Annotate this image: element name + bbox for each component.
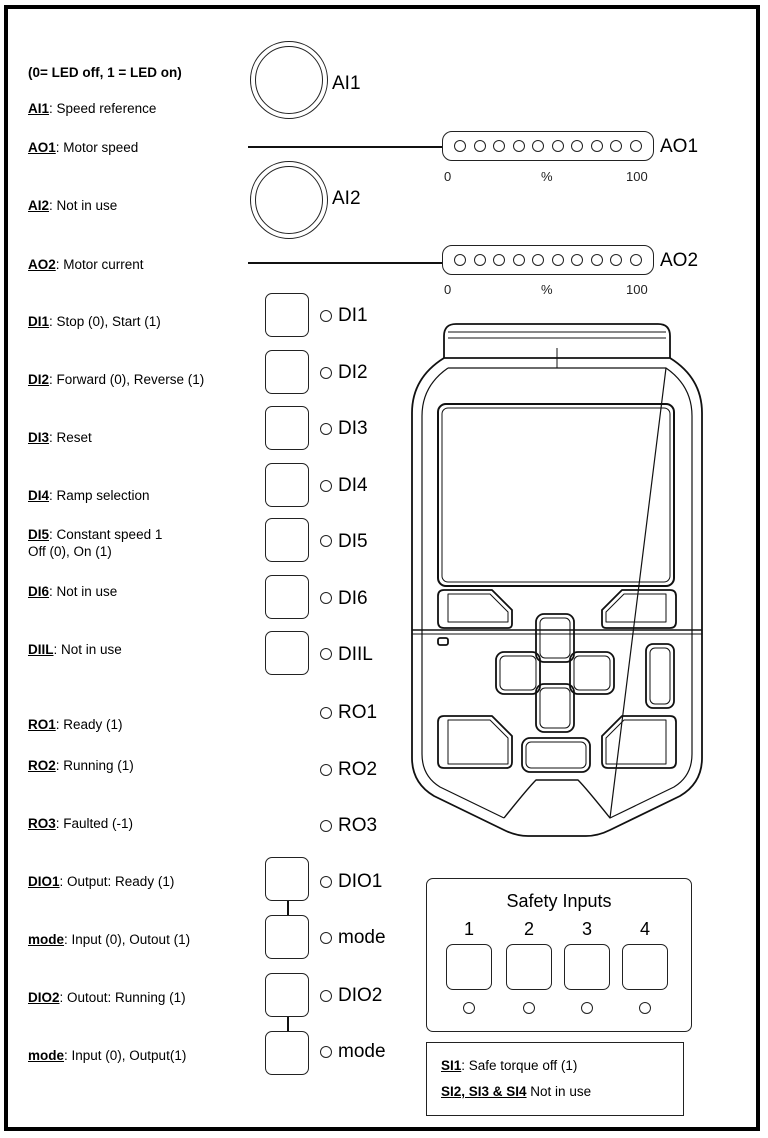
ro2-led bbox=[320, 764, 332, 776]
dio1-switch[interactable] bbox=[265, 857, 309, 901]
di4-led bbox=[320, 480, 332, 492]
di6-label: DI6 bbox=[338, 588, 368, 609]
dio2-led bbox=[320, 990, 332, 1002]
ao2-label: AO2 bbox=[660, 250, 699, 271]
di3-switch[interactable] bbox=[265, 406, 309, 450]
desc-dio1: DIO1: Output: Ready (1) bbox=[28, 874, 175, 889]
ao2-connector bbox=[248, 262, 442, 264]
di3-label: DI3 bbox=[338, 418, 368, 439]
ao2-scale-max: 100 bbox=[626, 282, 648, 297]
di4-label: DI4 bbox=[338, 475, 368, 496]
safety-input-3-number: 3 bbox=[581, 919, 592, 939]
ai2-knob[interactable] bbox=[250, 161, 328, 239]
safety-input-1-number: 1 bbox=[463, 919, 474, 939]
desc-ro1: RO1: Ready (1) bbox=[28, 717, 123, 732]
mode2-led bbox=[320, 1046, 332, 1058]
desc-mode2: mode: Input (0), Output(1) bbox=[28, 1048, 187, 1063]
safety-input-3-led bbox=[581, 1002, 593, 1014]
safety-inputs-title: Safety Inputs bbox=[506, 891, 612, 911]
ao2-scale-min: 0 bbox=[444, 282, 452, 297]
diil-switch[interactable] bbox=[265, 631, 309, 675]
di1-led bbox=[320, 310, 332, 322]
dio1-led bbox=[320, 876, 332, 888]
mode2-label: mode bbox=[338, 1041, 386, 1062]
desc-di3: DI3: Reset bbox=[28, 430, 92, 445]
mode2-switch[interactable] bbox=[265, 1031, 309, 1075]
safety-input-2-number: 2 bbox=[523, 919, 534, 939]
diil-label: DIIL bbox=[338, 644, 373, 665]
desc-dio2: DIO2: Outout: Running (1) bbox=[28, 990, 186, 1005]
desc-di4: DI4: Ramp selection bbox=[28, 488, 150, 503]
dio1-label: DIO1 bbox=[338, 871, 383, 892]
ao1-scale-min: 0 bbox=[444, 169, 452, 184]
ao1-connector bbox=[248, 146, 442, 148]
desc-mode1: mode: Input (0), Outout (1) bbox=[28, 932, 191, 947]
ao1-led-bar bbox=[442, 131, 654, 161]
desc-ro2: RO2: Running (1) bbox=[28, 758, 134, 773]
desc-di2: DI2: Forward (0), Reverse (1) bbox=[28, 372, 205, 387]
di2-label: DI2 bbox=[338, 362, 368, 383]
desc-ao2: AO2: Motor current bbox=[28, 257, 144, 272]
di1-label: DI1 bbox=[338, 305, 368, 326]
di5-switch[interactable] bbox=[265, 518, 309, 562]
ao2-scale-unit: % bbox=[541, 282, 553, 297]
desc-ai1: AI1: Speed reference bbox=[28, 101, 157, 116]
desc-di1: DI1: Stop (0), Start (1) bbox=[28, 314, 161, 329]
safety-input-2-switch[interactable] bbox=[506, 944, 552, 990]
safety-input-4-number: 4 bbox=[639, 919, 650, 939]
dio2-mode-link bbox=[287, 1017, 289, 1031]
outer-frame bbox=[4, 5, 760, 1131]
safety-input-4-led bbox=[639, 1002, 651, 1014]
dio1-mode-link bbox=[287, 901, 289, 915]
di4-switch[interactable] bbox=[265, 463, 309, 507]
ro2-label: RO2 bbox=[338, 759, 378, 780]
desc-di6: DI6: Not in use bbox=[28, 584, 118, 599]
mode1-led bbox=[320, 932, 332, 944]
legend-note: (0= LED off, 1 = LED on) bbox=[28, 65, 182, 80]
safety-inputs-box: Safety Inputs 1 2 3 4 bbox=[426, 878, 692, 1032]
mode1-label: mode bbox=[338, 927, 386, 948]
safety-input-1-switch[interactable] bbox=[446, 944, 492, 990]
dio2-label: DIO2 bbox=[338, 985, 383, 1006]
ai1-label: AI1 bbox=[332, 73, 361, 94]
di1-switch[interactable] bbox=[265, 293, 309, 337]
desc-ai2: AI2: Not in use bbox=[28, 198, 118, 213]
desc-ro3: RO3: Faulted (-1) bbox=[28, 816, 134, 831]
safety-input-1-led bbox=[463, 1002, 475, 1014]
ao2-led-bar bbox=[442, 245, 654, 275]
desc-diil: DIIL: Not in use bbox=[28, 642, 122, 657]
di3-led bbox=[320, 423, 332, 435]
safety-input-2-led bbox=[523, 1002, 535, 1014]
di6-led bbox=[320, 592, 332, 604]
safety-legend-rest: SI2, SI3 & SI4 Not in use bbox=[441, 1084, 592, 1099]
safety-legend-si1: SI1: Safe torque off (1) bbox=[441, 1058, 578, 1073]
desc-ao1: AO1: Motor speed bbox=[28, 140, 139, 155]
safety-input-3-switch[interactable] bbox=[564, 944, 610, 990]
ro3-label: RO3 bbox=[338, 815, 378, 836]
ai1-knob[interactable] bbox=[250, 41, 328, 119]
ro3-led bbox=[320, 820, 332, 832]
di6-switch[interactable] bbox=[265, 575, 309, 619]
di2-switch[interactable] bbox=[265, 350, 309, 394]
di2-led bbox=[320, 367, 332, 379]
di5-led bbox=[320, 535, 332, 547]
diil-led bbox=[320, 648, 332, 660]
mode1-switch[interactable] bbox=[265, 915, 309, 959]
safety-input-4-switch[interactable] bbox=[622, 944, 668, 990]
ao1-label: AO1 bbox=[660, 136, 699, 157]
safety-legend-box: SI1: Safe torque off (1) SI2, SI3 & SI4 … bbox=[426, 1042, 684, 1116]
di5-label: DI5 bbox=[338, 531, 368, 552]
ai2-label: AI2 bbox=[332, 188, 361, 209]
control-panel-keypad bbox=[411, 323, 703, 837]
ro1-label: RO1 bbox=[338, 702, 378, 723]
ao1-scale-unit: % bbox=[541, 169, 553, 184]
dio2-switch[interactable] bbox=[265, 973, 309, 1017]
ro1-led bbox=[320, 707, 332, 719]
ao1-scale-max: 100 bbox=[626, 169, 648, 184]
